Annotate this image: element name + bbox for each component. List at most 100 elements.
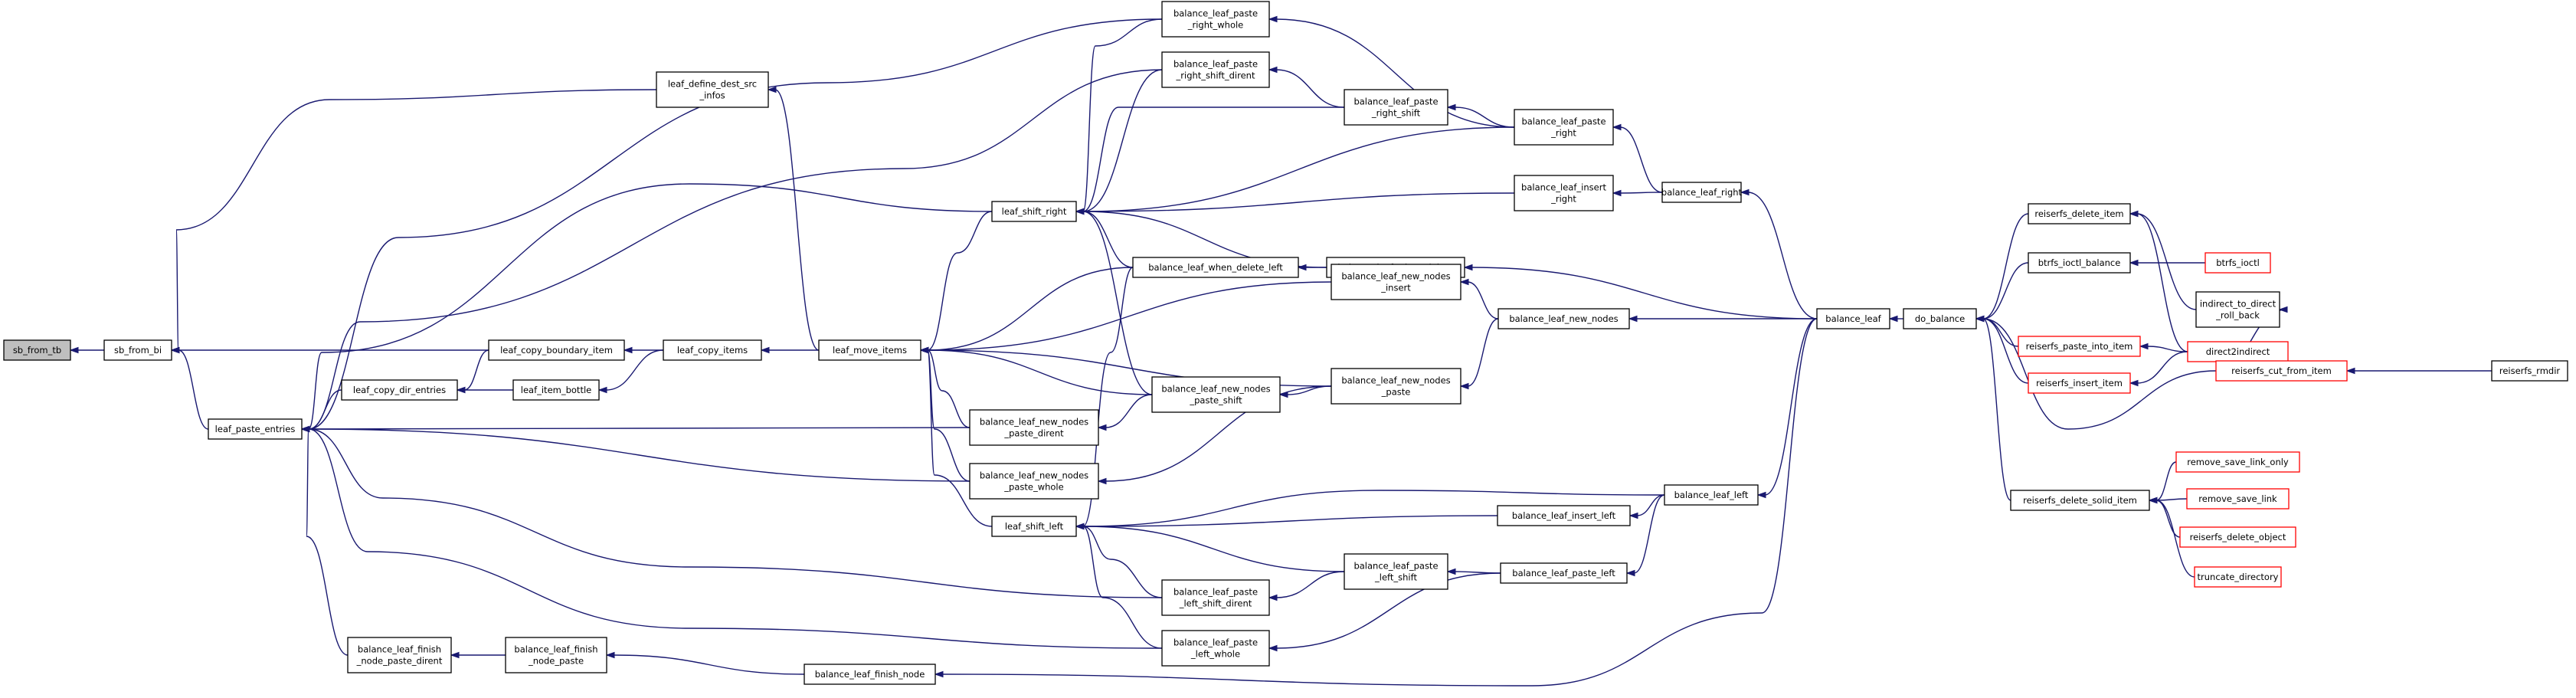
node-balance-leaf-new-nodes-paste-shift[interactable]: balance_leaf_new_nodes_paste_shift: [1151, 376, 1281, 413]
call-edges: [69, 15, 2492, 687]
node-reiserfs-delete-solid-item[interactable]: reiserfs_delete_solid_item: [2010, 490, 2150, 511]
node-leaf-copy-boundary-item[interactable]: leaf_copy_boundary_item: [488, 339, 625, 361]
node-balance-leaf-paste-right[interactable]: balance_leaf_paste_right: [1514, 109, 1614, 146]
node-box: [2491, 360, 2568, 382]
node-indirect-to-direct-roll-back[interactable]: indirect_to_direct_roll_back: [2195, 291, 2280, 328]
node-leaf-define-dest-src-infos[interactable]: leaf_define_dest_src_infos: [656, 71, 769, 108]
node-label: _node_paste_dirent: [356, 656, 443, 667]
call-edge: [1982, 213, 2029, 320]
node-balance-leaf-finish-node-paste[interactable]: balance_leaf_finish_node_paste: [505, 637, 607, 673]
node-balance-leaf-finish-node[interactable]: balance_leaf_finish_node: [804, 664, 936, 685]
arrowhead-icon: [2278, 306, 2288, 313]
node-leaf-paste-entries[interactable]: leaf_paste_entries: [208, 418, 303, 440]
call-edge: [2136, 351, 2188, 384]
node-balance-leaf-new-nodes-paste-dirent[interactable]: balance_leaf_new_nodes_paste_dirent: [969, 409, 1099, 446]
call-edge: [1275, 18, 1515, 128]
node-leaf-move-items[interactable]: leaf_move_items: [818, 339, 921, 361]
arrowhead-icon: [2129, 210, 2139, 218]
arrowhead-icon: [456, 386, 466, 394]
node-box: [2018, 336, 2141, 357]
node-balance-leaf-paste-left-shift[interactable]: balance_leaf_paste_left_shift: [1344, 553, 1448, 590]
node-reiserfs-delete-item[interactable]: reiserfs_delete_item: [2028, 203, 2131, 224]
arrowhead-icon: [605, 651, 615, 659]
arrowhead-icon: [1756, 491, 1766, 499]
arrowhead-icon: [1459, 278, 1469, 286]
node-label: balance_leaf_paste_left: [1512, 568, 1615, 578]
arrowhead-icon: [1463, 264, 1473, 271]
node-balance-leaf-left[interactable]: balance_leaf_left: [1664, 484, 1759, 506]
call-edge: [1082, 126, 1515, 212]
node-label: _infos: [699, 90, 725, 101]
node-balance-leaf-new-nodes[interactable]: balance_leaf_new_nodes: [1497, 308, 1630, 329]
node-leaf-copy-dir-entries[interactable]: leaf_copy_dir_entries: [341, 379, 458, 401]
call-edge: [308, 428, 1163, 649]
node-box: [2010, 490, 2150, 511]
node-direct2indirect[interactable]: direct2indirect: [2187, 341, 2289, 362]
node-box: [2195, 291, 2280, 328]
node-balance-leaf-paste-left[interactable]: balance_leaf_paste_left: [1500, 562, 1628, 584]
call-edge: [1082, 526, 1163, 649]
call-edge: [1467, 318, 1499, 387]
node-balance-leaf-paste-right-whole[interactable]: balance_leaf_paste_right_whole: [1161, 1, 1270, 38]
node-balance-leaf-new-nodes-paste-whole[interactable]: balance_leaf_new_nodes_paste_whole: [969, 463, 1099, 500]
call-edge: [178, 349, 209, 430]
node-label: balance_leaf_left: [1674, 490, 1749, 500]
node-balance-leaf[interactable]: balance_leaf: [1816, 308, 1890, 329]
node-remove-save-link-only[interactable]: remove_save_link_only: [2175, 451, 2300, 473]
arrowhead-icon: [919, 346, 929, 354]
node-label: reiserfs_insert_item: [2036, 378, 2123, 388]
node-label: leaf_paste_entries: [215, 424, 296, 434]
node-balance-leaf-right[interactable]: balance_leaf_right: [1661, 182, 1743, 203]
call-edge: [175, 89, 657, 351]
call-edge: [1619, 192, 1663, 194]
node-leaf-shift-left[interactable]: leaf_shift_left: [991, 516, 1077, 537]
node-btrfs-ioctl[interactable]: btrfs_ioctl: [2204, 252, 2271, 274]
node-box: [1497, 505, 1631, 526]
node-btrfs-ioctl-balance[interactable]: btrfs_ioctl_balance: [2028, 252, 2131, 274]
node-label: reiserfs_delete_object: [2190, 532, 2286, 542]
node-label: _right: [1550, 194, 1576, 205]
node-balance-leaf-insert-right[interactable]: balance_leaf_insert_right: [1514, 175, 1614, 211]
call-edge: [308, 69, 1163, 430]
node-balance-leaf-insert-left[interactable]: balance_leaf_insert_left: [1497, 505, 1631, 526]
node-balance-leaf-paste-left-shift-dirent[interactable]: balance_leaf_paste_left_shift_dirent: [1161, 579, 1270, 616]
arrowhead-icon: [2129, 379, 2139, 387]
call-edge: [2136, 213, 2188, 352]
node-label: balance_leaf_insert: [1521, 182, 1606, 193]
call-edge: [1275, 69, 1345, 108]
call-edge: [1082, 107, 1344, 212]
node-balance-leaf-paste-left-whole[interactable]: balance_leaf_paste_left_whole: [1161, 630, 1270, 667]
node-balance-leaf-paste-right-shift-dirent[interactable]: balance_leaf_paste_right_shift_dirent: [1161, 51, 1270, 88]
node-leaf-shift-right[interactable]: leaf_shift_right: [991, 201, 1077, 222]
node-leaf-copy-items[interactable]: leaf_copy_items: [663, 339, 762, 361]
node-label: _paste_whole: [1003, 482, 1063, 493]
node-label: balance_leaf_when_delete_left: [1148, 262, 1283, 273]
node-balance-leaf-finish-node-paste-dirent[interactable]: balance_leaf_finish_node_paste_dirent: [347, 637, 452, 673]
node-balance-leaf-new-nodes-paste[interactable]: balance_leaf_new_nodes_paste: [1331, 368, 1461, 405]
node-balance-leaf-paste-right-shift[interactable]: balance_leaf_paste_right_shift: [1344, 89, 1448, 126]
node-truncate-directory[interactable]: truncate_directory: [2194, 566, 2282, 588]
node-reiserfs-cut-from-item[interactable]: reiserfs_cut_from_item: [2215, 360, 2348, 382]
arrowhead-icon: [1888, 315, 1898, 323]
node-label: balance_leaf_finish: [514, 644, 597, 655]
node-label: balance_leaf_paste: [1521, 116, 1605, 127]
node-reiserfs-delete-object[interactable]: reiserfs_delete_object: [2179, 526, 2296, 548]
node-balance-leaf-new-nodes-insert[interactable]: balance_leaf_new_nodes_insert: [1331, 264, 1461, 300]
node-label: balance_leaf_right: [1661, 187, 1743, 198]
node-reiserfs-insert-item[interactable]: reiserfs_insert_item: [2028, 372, 2131, 394]
arrowhead-icon: [1446, 568, 1456, 575]
node-remove-save-link[interactable]: remove_save_link: [2186, 488, 2290, 510]
node-label: leaf_shift_right: [1002, 206, 1067, 217]
node-box: [347, 637, 452, 673]
node-label: reiserfs_cut_from_item: [2231, 365, 2332, 376]
node-reiserfs-paste-into-item[interactable]: reiserfs_paste_into_item: [2018, 336, 2141, 357]
call-edge: [2136, 213, 2197, 310]
arrowhead-icon: [300, 425, 310, 433]
node-balance-leaf-when-delete-left[interactable]: balance_leaf_when_delete_left: [1132, 257, 1299, 278]
node-sb-from-bi[interactable]: sb_from_bi: [103, 339, 172, 361]
node-leaf-item-bottle[interactable]: leaf_item_bottle: [512, 379, 600, 401]
node-reiserfs-rmdir[interactable]: reiserfs_rmdir: [2491, 360, 2568, 382]
arrowhead-icon: [597, 386, 607, 394]
node-do-balance[interactable]: do_balance: [1903, 308, 1977, 329]
node-box: [1500, 562, 1628, 584]
